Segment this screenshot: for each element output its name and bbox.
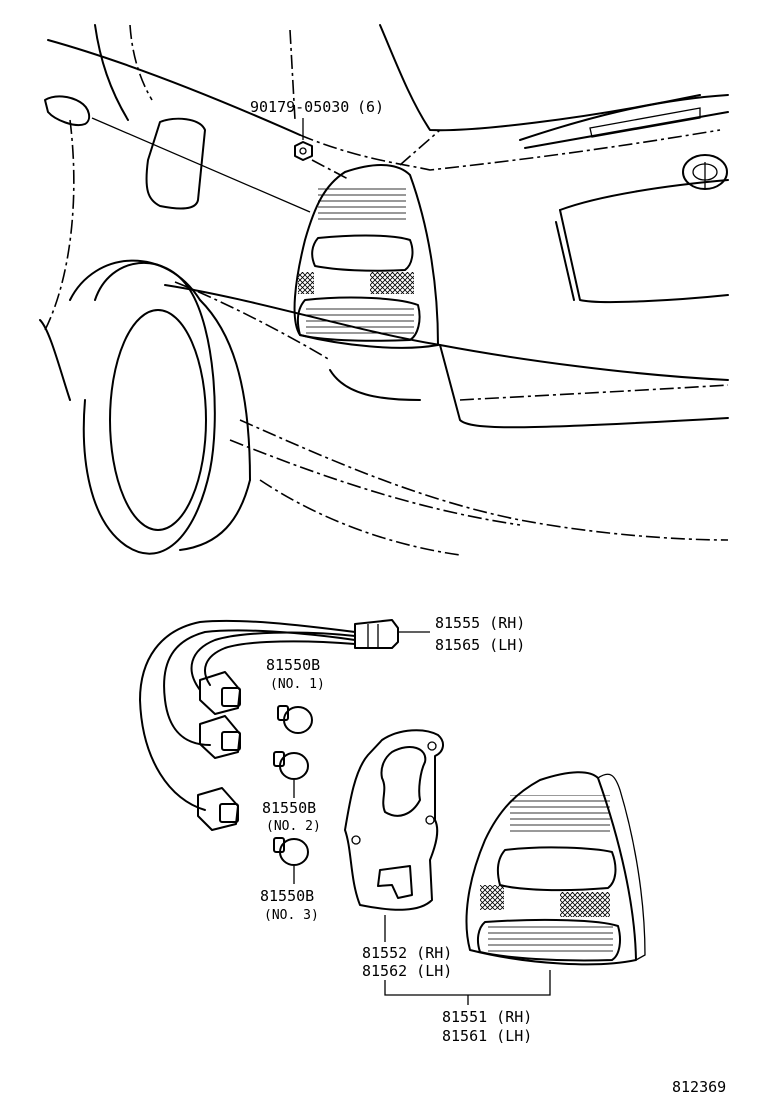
nut-part-number: 90179-05030 — [250, 98, 349, 116]
gasket-rh-label: 81552 (RH) — [362, 944, 452, 962]
bulb-no2-position: (NO. 2) — [266, 819, 321, 834]
bulb-no2 — [273, 751, 309, 798]
lamp-lens — [465, 771, 646, 966]
lens-lh-label: 81561 (LH) — [442, 1027, 532, 1045]
diagram-number: 812369 — [672, 1078, 726, 1096]
bulb-no2-part: 81550B — [262, 799, 316, 817]
car-lamp-upper-lens — [318, 188, 406, 224]
bulb-no1 — [277, 705, 313, 734]
lens-reflector-grid — [560, 892, 610, 917]
bulb-no3 — [273, 837, 309, 884]
lens-lower-section — [488, 926, 613, 954]
lamp-gasket — [344, 729, 444, 911]
lens-upper-section — [510, 795, 610, 835]
nut-90179-05030 — [294, 118, 313, 161]
nut-quantity: (6) — [357, 98, 384, 116]
socket-wire-rh-label: 81555 (RH) — [435, 614, 525, 632]
toyota-emblem-icon — [682, 154, 728, 190]
gasket-lh-label: 81562 (LH) — [362, 962, 452, 980]
bulb-no1-position: (NO. 1) — [270, 677, 325, 692]
bulb-no3-part: 81550B — [260, 887, 314, 905]
lens-rh-label: 81551 (RH) — [442, 1008, 532, 1026]
bulb-no3-position: (NO. 3) — [264, 908, 319, 923]
socket-wire-lh-label: 81565 (LH) — [435, 636, 525, 654]
car-lamp-lower-lens — [306, 305, 414, 335]
vehicle-rear-illustration — [39, 24, 729, 556]
socket-wire-assembly — [139, 619, 430, 831]
bulb-no1-part: 81550B — [266, 656, 320, 674]
car-lamp-reflector-grid — [370, 272, 414, 294]
